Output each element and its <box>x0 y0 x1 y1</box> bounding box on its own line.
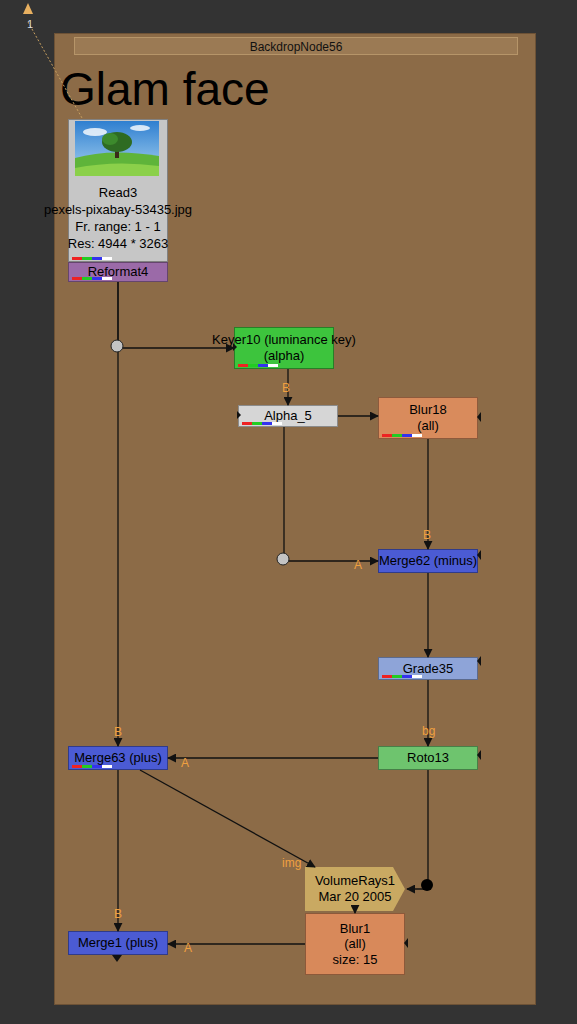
merge-node: Merge1 (plus) <box>68 931 168 955</box>
node-label: Fr. range: 1 - 1 <box>75 218 160 235</box>
node-name: Merge63 (plus) <box>74 750 161 766</box>
roto-node: Roto13 <box>378 746 478 770</box>
node-name: Read3 <box>99 184 137 201</box>
input-triangle <box>233 343 481 948</box>
pipe-connector <box>284 427 378 561</box>
node-label: Mar 20 2005 <box>319 889 392 905</box>
alpha-node: Alpha_5 <box>238 405 338 427</box>
thumbnail-image <box>75 121 159 176</box>
channel-bars <box>242 422 282 425</box>
output-arrow <box>112 955 122 962</box>
pipe-connector <box>140 770 315 867</box>
pipe-connector <box>117 770 118 931</box>
input-label: img <box>282 856 301 870</box>
input-label: B <box>114 725 122 739</box>
merge-node: Merge62 (minus) <box>378 549 478 573</box>
reformat-node: Reformat4 <box>68 262 168 282</box>
dot-node <box>111 340 289 565</box>
node-label: pexels-pixabay-53435.jpg <box>44 201 192 218</box>
input-label: B <box>282 381 290 395</box>
channel-bars <box>238 364 278 367</box>
node-name: Grade35 <box>403 661 454 677</box>
node-name: Merge62 (minus) <box>379 553 477 569</box>
node-label: (all) <box>344 936 366 952</box>
pipe-connector <box>118 282 234 348</box>
input-label: A <box>181 756 189 770</box>
callout-number: 1 <box>27 18 33 30</box>
pipe-connector <box>407 770 428 889</box>
node-name: Roto13 <box>407 750 449 766</box>
blur-node: Blur1(all)size: 15 <box>305 913 405 975</box>
node-name: Merge1 (plus) <box>78 935 158 951</box>
channel-bars <box>72 765 112 768</box>
input-label: bg <box>422 724 435 738</box>
node-name: BackdropNode56 <box>74 37 518 55</box>
node-label: Res: 4944 * 3263 <box>68 235 168 252</box>
node-label: (alpha) <box>264 348 304 364</box>
leader-line <box>28 22 82 118</box>
node-name: Blur18 <box>409 402 447 418</box>
node-name: VolumeRays1 <box>315 873 395 889</box>
pipe-connector <box>338 415 378 416</box>
mask-input-dot <box>421 879 433 891</box>
volume-rays-node: VolumeRays1Mar 20 2005 <box>305 867 405 911</box>
input-label: B <box>114 907 122 921</box>
channel-bars <box>72 277 112 280</box>
blur-node: Blur18(all) <box>378 397 478 439</box>
channel-bars <box>72 257 112 260</box>
node-label: size: 15 <box>333 952 378 968</box>
keyer-node: Keyer10 (luminance key)(alpha) <box>234 327 334 369</box>
node-label: (all) <box>417 418 439 434</box>
node-label: Glam face <box>60 62 270 116</box>
grade-node: Grade35 <box>378 657 478 680</box>
merge-node: Merge63 (plus) <box>68 746 168 770</box>
pipe-connector <box>354 911 355 913</box>
channel-bars <box>382 434 422 437</box>
input-label: A <box>184 941 192 955</box>
pointer-arrow <box>23 3 33 14</box>
node-name: Blur1 <box>340 921 370 937</box>
channel-bars <box>382 675 422 678</box>
input-label: B <box>423 528 431 542</box>
input-label: A <box>354 558 362 572</box>
pipe-connector <box>427 573 428 657</box>
pipe-connector <box>168 757 378 758</box>
